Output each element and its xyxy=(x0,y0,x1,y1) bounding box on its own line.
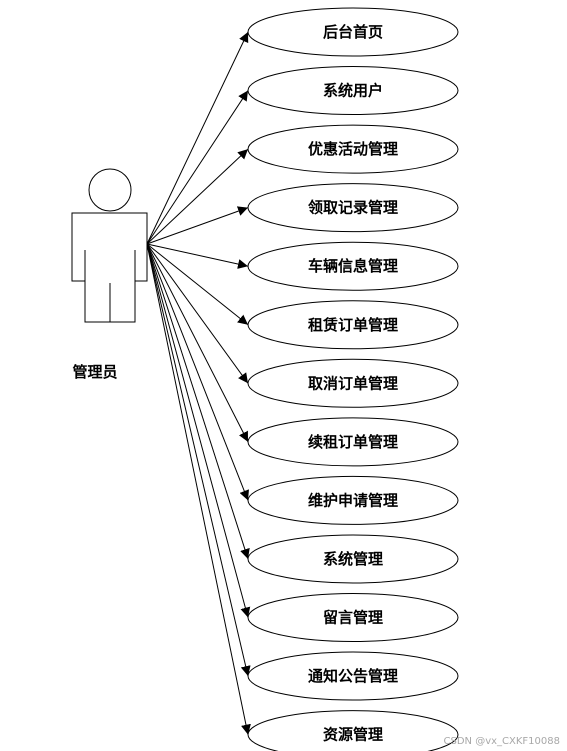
association-arrow xyxy=(146,243,249,501)
association-arrow xyxy=(146,243,251,677)
use-case-label: 资源管理 xyxy=(323,726,383,744)
actor-figure xyxy=(71,168,148,323)
use-case: 通知公告管理 xyxy=(247,651,459,701)
association-arrow xyxy=(146,243,249,384)
use-case-ellipse xyxy=(247,417,459,467)
actor-head xyxy=(88,168,132,212)
use-case: 系统用户 xyxy=(247,66,459,116)
association-arrows xyxy=(146,31,251,735)
association-arrow xyxy=(146,243,251,618)
use-case: 留言管理 xyxy=(247,593,459,642)
use-case-label: 取消订单管理 xyxy=(308,374,398,392)
use-case-label: 后台首页 xyxy=(323,23,383,41)
use-case: 取消订单管理 xyxy=(247,358,459,408)
use-case-label: 维护申请管理 xyxy=(308,491,398,509)
use-case-ellipse xyxy=(247,475,459,525)
association-arrow xyxy=(146,243,249,443)
use-case-ellipse xyxy=(247,358,459,408)
use-case: 资源管理 xyxy=(247,710,459,751)
use-case: 车辆信息管理 xyxy=(247,241,459,291)
association-arrow xyxy=(146,243,249,269)
use-case-label: 租赁订单管理 xyxy=(308,316,398,334)
use-case-label: 系统用户 xyxy=(323,82,383,100)
association-arrow xyxy=(146,148,249,245)
use-case-ellipse xyxy=(247,300,459,350)
use-case-label: 领取记录管理 xyxy=(307,199,398,217)
actor-label: 管理员 xyxy=(72,363,117,381)
use-case-ellipse xyxy=(247,66,459,116)
use-case-label: 优惠活动管理 xyxy=(308,140,398,158)
use-case-ellipse xyxy=(247,124,459,174)
use-case-label: 留言管理 xyxy=(323,609,383,627)
use-case-ellipse xyxy=(247,534,459,584)
use-case-label: 通知公告管理 xyxy=(308,667,398,685)
use-case-label: 车辆信息管理 xyxy=(308,257,398,275)
watermark: CSDN @vx_CXKF10088 xyxy=(444,736,560,747)
association-arrow xyxy=(146,31,249,245)
association-arrow xyxy=(146,243,250,560)
use-case-ellipse xyxy=(247,7,459,57)
use-case-label: 系统管理 xyxy=(323,550,383,568)
use-case-ellipse xyxy=(247,183,459,233)
use-case-ellipse xyxy=(247,593,459,642)
use-case-ellipse xyxy=(247,241,459,291)
association-arrow xyxy=(146,90,249,245)
use-case-list: 后台首页系统用户优惠活动管理领取记录管理车辆信息管理租赁订单管理取消订单管理续租… xyxy=(247,7,459,751)
use-case: 优惠活动管理 xyxy=(247,124,459,174)
use-case: 维护申请管理 xyxy=(247,475,459,525)
use-case: 后台首页 xyxy=(247,7,459,57)
use-case: 续租订单管理 xyxy=(247,417,459,467)
association-arrow xyxy=(146,243,251,735)
use-case-label: 续租订单管理 xyxy=(308,433,398,451)
use-case-ellipse xyxy=(247,651,459,701)
use-case: 租赁订单管理 xyxy=(247,300,459,350)
association-arrow xyxy=(146,206,249,245)
use-case: 领取记录管理 xyxy=(247,183,459,233)
actor-body xyxy=(71,212,148,323)
use-case-ellipse xyxy=(247,710,459,751)
use-case: 系统管理 xyxy=(247,534,459,584)
association-arrow xyxy=(146,243,249,326)
